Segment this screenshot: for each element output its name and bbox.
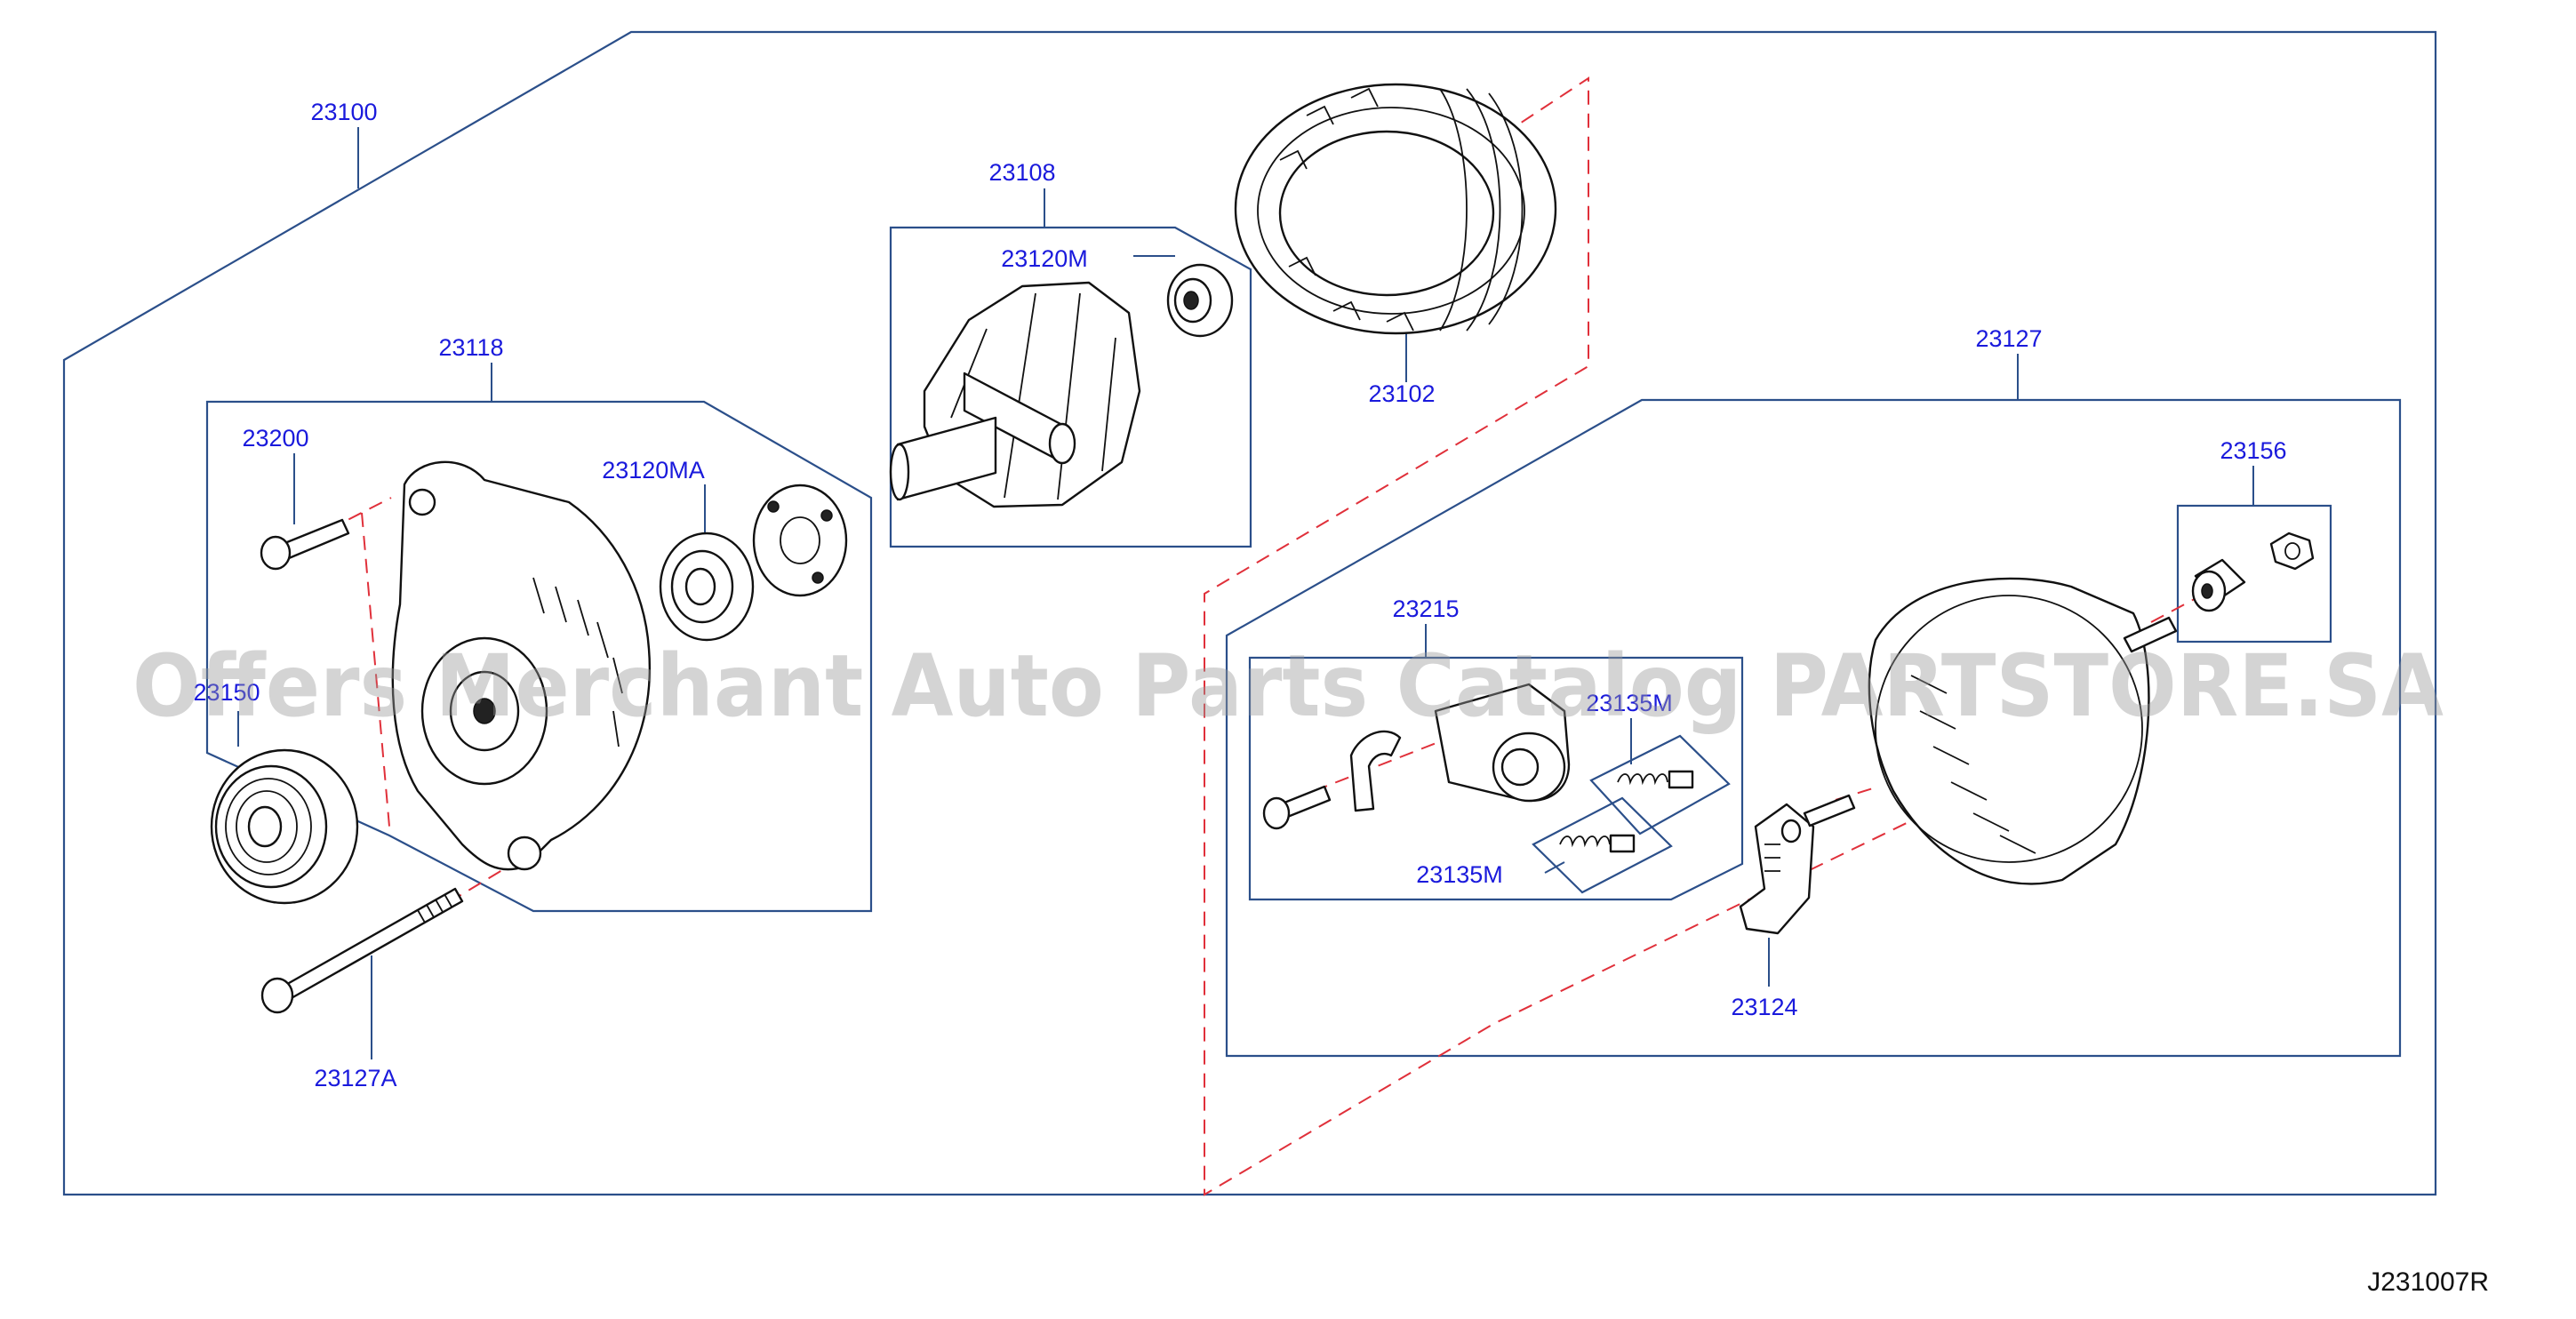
label-regulator: 23124 — [1731, 994, 1797, 1020]
label-front-housing: 23118 — [438, 334, 503, 361]
retainer-plate-icon — [752, 484, 848, 597]
bolt-guide-line — [307, 497, 392, 541]
rotor-bearing-icon — [1166, 263, 1234, 338]
brush-holder-icon — [1434, 683, 1571, 803]
label-through-bolt: 23127A — [314, 1065, 396, 1091]
pulley-icon — [210, 748, 359, 905]
through-bolt-icon — [260, 887, 464, 1014]
label-brush-set-upper: 23135M — [1586, 690, 1673, 716]
stator-icon — [1234, 83, 1557, 335]
label-rear-housing: 23127 — [1975, 325, 2042, 352]
label-pulley: 23150 — [193, 679, 260, 706]
label-brush-holder: 23215 — [1392, 596, 1459, 622]
regulator-icon — [1739, 794, 1856, 935]
front-bearing-icon — [659, 532, 755, 642]
label-stator: 23102 — [1368, 380, 1435, 407]
front-housing-icon — [391, 460, 652, 871]
label-alternator-assembly: 23100 — [310, 99, 377, 125]
label-brush-set-lower: 23135M — [1416, 861, 1503, 888]
label-bolt: 23200 — [242, 425, 308, 452]
brush-set-upper-frame — [1589, 734, 1731, 835]
brush-holder-frame — [1248, 656, 1744, 901]
rotor-icon — [889, 281, 1141, 508]
label-terminal-set: 23156 — [2220, 437, 2286, 464]
brush-set-lower-icon — [1559, 834, 1636, 853]
terminal-set-icon — [2191, 532, 2315, 612]
housing-guide-line — [361, 512, 390, 827]
label-front-bearing: 23120MA — [602, 457, 705, 484]
rear-housing-icon — [1868, 577, 2178, 885]
stator-guide-line — [1204, 76, 2010, 1196]
brush-holder-clip-icon — [1349, 730, 1402, 812]
label-rotor-bearing: 23120M — [1001, 245, 1088, 272]
brush-holder-bolt-icon — [1262, 785, 1332, 830]
brush-set-lower-leader — [1544, 861, 1565, 874]
bolt-icon — [260, 518, 350, 571]
brush-set-upper-icon — [1617, 770, 1694, 789]
label-rotor-assembly: 23108 — [988, 159, 1055, 186]
watermark-text: Offers Merchant Auto Parts Catalog PARTS… — [132, 636, 2444, 736]
rotor-frame — [889, 226, 1252, 548]
front-housing-frame — [205, 400, 873, 913]
diagram-code: J231007R — [2367, 1267, 2489, 1297]
alternator-assembly-frame — [62, 30, 2437, 1196]
rear-housing-frame — [1225, 398, 2402, 1058]
brush-set-lower-frame — [1532, 796, 1673, 894]
